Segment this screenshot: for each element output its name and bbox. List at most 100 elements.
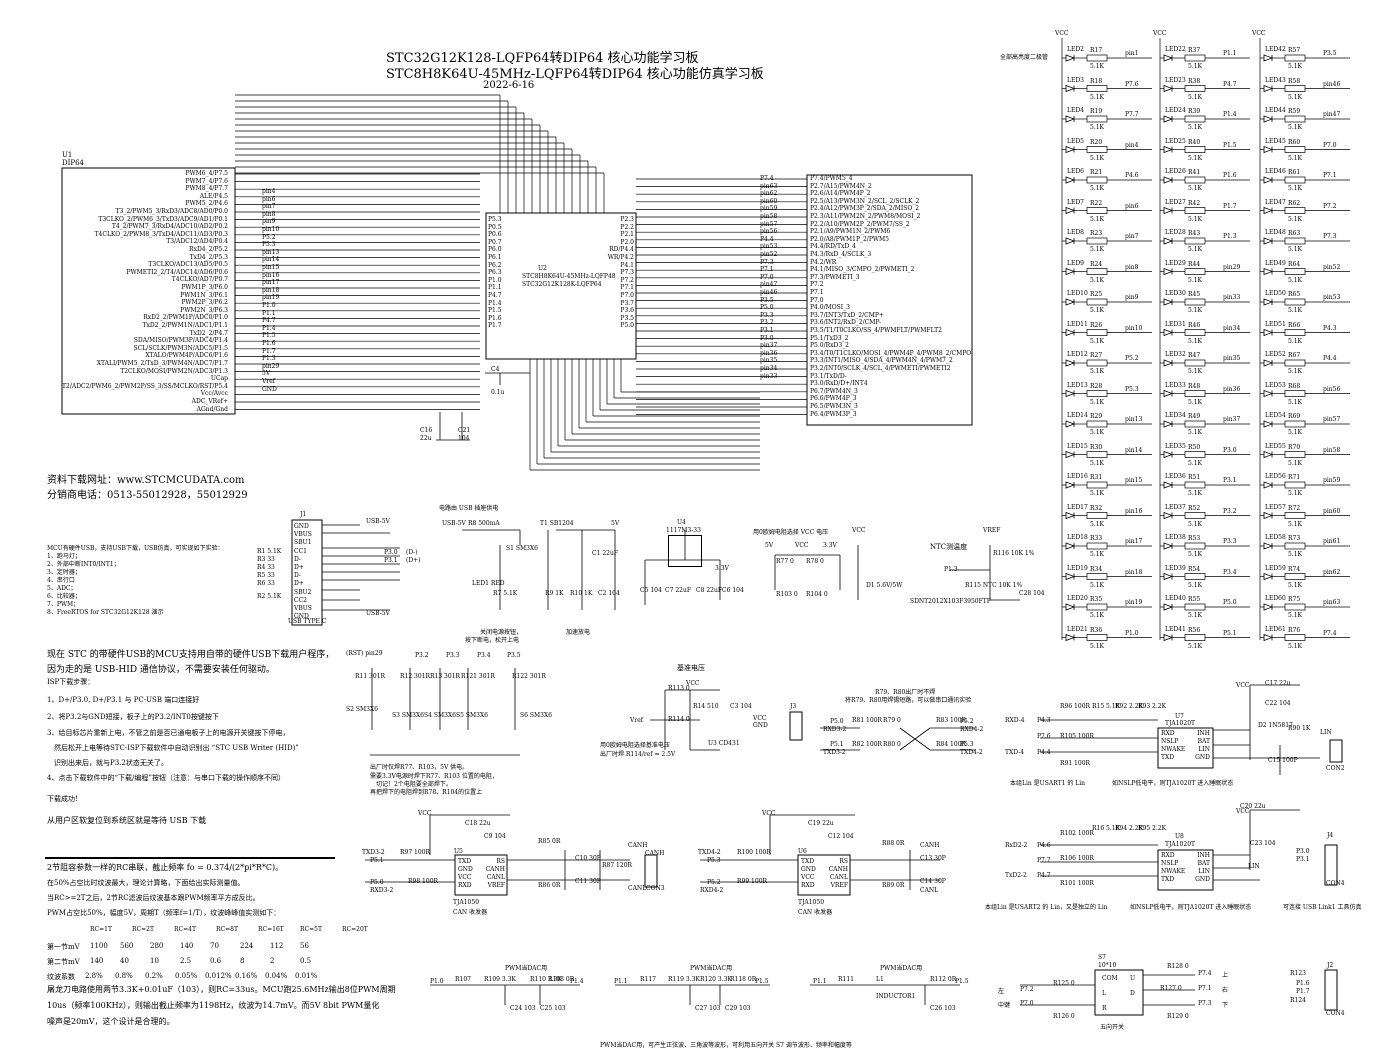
usb-conn: USB TYPE C [288,618,327,625]
pin: LIN [1198,746,1210,753]
can1-net-rxd3: RXD3-2 [370,887,394,894]
pin: TXD [801,858,815,865]
led-resistor-ref: R62 [1288,199,1301,207]
led-diode [1163,54,1174,62]
led-ref: LED55 [1265,442,1286,450]
u1-pin-label: T4_2/PWM7_3/RxD4/ADC10/AD2/P0.2 [111,223,228,231]
led-diode [1163,237,1174,245]
u1-pin-label: SDA/MISO/PWM3P/ADC4/P1.4 [133,337,228,345]
led-net: pin10 [1125,324,1143,332]
filter-l1: 在50%占空比时纹波最大，理论计算略，下面给出实际测量值。 [47,879,245,887]
nav-left: 左 [998,988,1005,995]
phone: 分销商电话：0513-55012928，55012929 [47,490,248,501]
filter-cell: 0.04% [265,972,288,980]
led-diode [1163,603,1174,611]
led-net: pin14 [1125,446,1143,454]
r124-label: R124 [1290,997,1306,1004]
lin2-note-1: 本组Lin 是USART2 的 Lin，又是独立的 Lin [985,904,1108,911]
led-resistor [1184,115,1206,123]
led-ref: LED19 [1067,564,1088,572]
led-ref: LED9 [1067,259,1084,267]
filter-col-header: RC=16T [258,926,284,933]
led-diode [1263,237,1274,245]
led-resistor-value: 5.1K [1288,276,1303,284]
lin1-net-p44: P4.4 [1037,749,1051,756]
can2-vcc: VCC [762,810,776,817]
usb-pin-label: GND [294,523,309,530]
j1-usb-body [291,519,323,626]
download-ok: 下载成功! [47,795,78,803]
vsel-title: 用0欧姆电阻选择 VCC 电压 [753,529,829,536]
u4-name: 1117M3-33 [666,527,701,534]
led-resistor-ref: R59 [1288,108,1301,115]
led-ref: LED41 [1165,625,1186,633]
led-net: pin34 [1223,324,1241,332]
pin: VREF [830,882,848,889]
led-net: P1.7 [1223,202,1237,210]
led-resistor-value: 5.1K [1188,154,1203,162]
u1-right-pin-label: P5.0/RxD3_2 [810,342,849,350]
u1-right-pin-label: P4.1/MISO_3/CMPO_2/PWMETI_2 [810,266,915,274]
t1-label: T1 SB1204 [540,520,574,527]
led-resistor-ref: R17 [1090,47,1103,54]
led-resistor-ref: R23 [1090,230,1103,237]
vref-title: 基准电压 [677,664,705,672]
u1-right-pin-label: P2.7/A15/PWM4N_2 [810,182,872,190]
can2-canh: CANH [920,842,940,849]
led-diode [1065,511,1076,520]
led-resistor-ref: R18 [1090,77,1103,85]
led-resistor-value: 5.1K [1188,551,1203,558]
u1-right-net-label: pin46 [760,289,778,296]
led-net: P1.6 [1223,172,1237,179]
dac-label: C24 103 [510,1005,536,1012]
r102-label: R102 100R [1060,830,1094,837]
u2-right-pin: RD/P4.4 [609,246,634,254]
r87-label: R87 120R [602,862,633,869]
pin: NSLP [1161,860,1179,867]
j2-ref: J2 [1327,962,1334,969]
lin1-wires [1040,684,1320,775]
led-ref: LED6 [1067,168,1084,175]
u1-right-pin-label: P3.0/RxD/D+/INT4 [810,380,868,388]
led-resistor [1184,420,1206,428]
c4-value: 0.1u [491,389,505,396]
led-resistor [1284,420,1306,428]
led-resistor-ref: R27 [1090,352,1103,359]
u1-right-pin-label: P7.4/PWM5_4 [810,175,853,182]
led-resistor-ref: R20 [1090,138,1103,146]
filter-col-header: RC=2T [132,926,154,933]
u1-pin-label: T3_2/PWM5_3/RxD3/ADC8/AD0/P0.0 [115,208,228,215]
u1-pin-label: XTALI/PWM5_2/TxD_3/PWM4N/ADC7/P1.7 [96,360,228,367]
u1-pin-label: PWM8_4/P7.7 [185,185,228,193]
r125-label: R125 0 [1053,980,1075,987]
led-resistor-ref: R24 [1090,260,1103,268]
led-diode [1065,633,1076,642]
lin1-net-txd4: TXD-4 [1005,749,1025,756]
led-resistor [1086,512,1108,519]
led-resistor [1284,359,1306,367]
led-resistor-value: 5.1K [1090,93,1105,101]
c16-value: 22u [420,435,432,442]
nav-pin: D [1130,990,1135,997]
led-net: pin15 [1125,477,1143,484]
filter-col-header: RC=4T [174,926,196,933]
vsel-5v: 5V [765,542,774,549]
led-resistor [1086,329,1108,336]
led-resistor [1284,542,1306,550]
r78-label: R78 0 [806,558,824,565]
led-diode [1065,542,1076,550]
c4-ref: C4 [491,366,500,373]
led-net: pin36 [1223,385,1241,393]
led-net: P5.1 [1223,629,1237,637]
r82-label: R82 100R [852,741,883,748]
pin: BAT [1197,738,1210,745]
led-ref: LED42 [1265,46,1286,53]
led-resistor-value: 5.1K [1188,307,1203,314]
led-net: pin16 [1125,507,1143,515]
r14-label: R14 510 [693,703,719,710]
u1-pin-label: RxD4_2/P5.2 [189,246,228,253]
led-net: P1.0 [1125,629,1139,637]
dac-label: R119 3.3K [668,976,700,983]
u1-net-label: 5V [262,370,271,378]
c5-label: C5 104 [640,587,662,594]
